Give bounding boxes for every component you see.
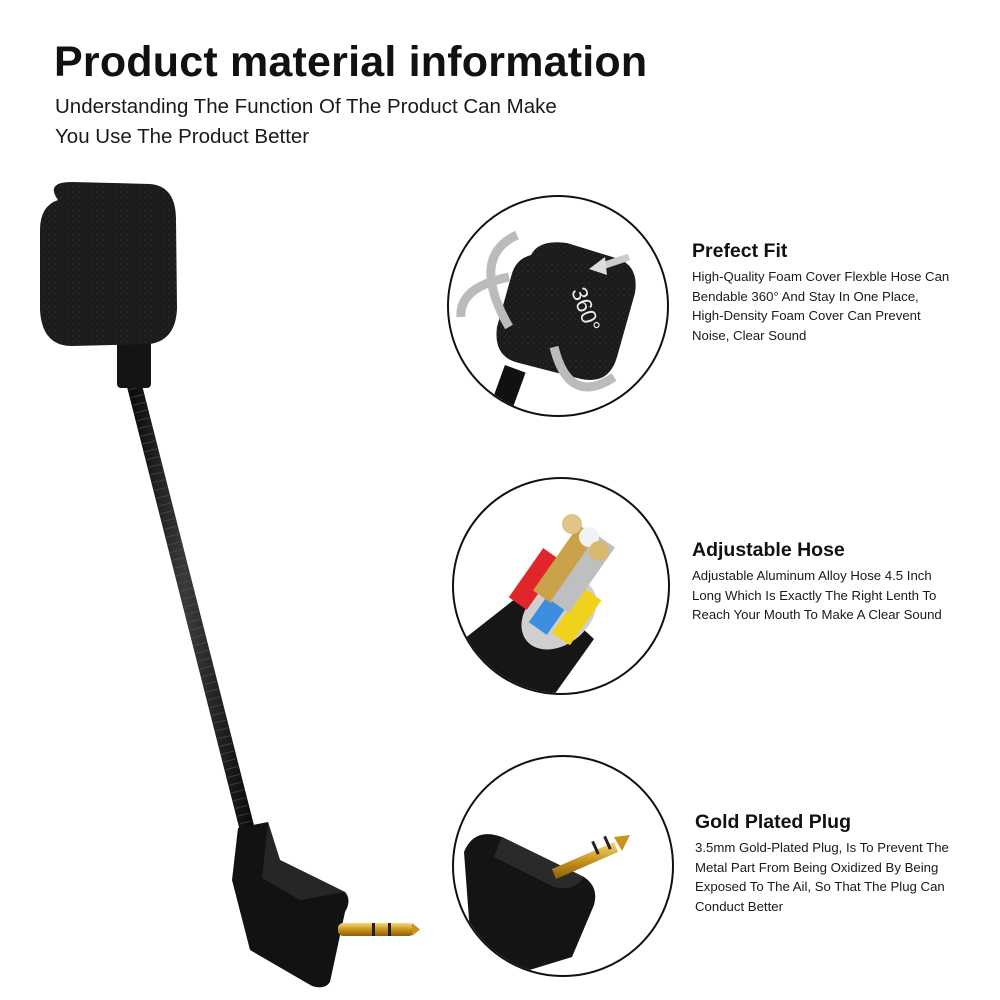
cable-detail-circle <box>452 477 670 695</box>
plug-detail-circle <box>452 755 674 977</box>
feature-line: Reach Your Mouth To Make A Clear Sound <box>692 607 942 622</box>
feature-line: Conduct Better <box>695 898 783 914</box>
feature-line: Exposed To The Ail, So That The Plug Can <box>695 879 945 894</box>
feature-prefect-fit: Prefect Fit High-Quality Foam Cover Flex… <box>692 240 949 345</box>
feature-title: Adjustable Hose <box>692 539 845 561</box>
subtitle-line-2: You Use The Product Better <box>55 125 310 148</box>
feature-line: High-Density Foam Cover Can Prevent <box>692 308 921 323</box>
feature-line: Noise, Clear Sound <box>692 327 807 343</box>
feature-gold-plated-plug: Gold Plated Plug 3.5mm Gold-Plated Plug,… <box>695 811 949 916</box>
feature-line: Metal Part From Being Oxidized By Being <box>695 859 939 875</box>
feature-line: Adjustable Aluminum Alloy Hose 4.5 Inch <box>692 568 932 583</box>
page-subtitle: Understanding The Function Of The Produc… <box>55 92 557 152</box>
gold-plug <box>338 923 414 936</box>
foam-detail-circle: 360° <box>447 195 669 417</box>
feature-line: Bendable 360° And Stay In One Place, <box>692 288 919 304</box>
feature-title: Prefect Fit <box>692 240 788 262</box>
feature-adjustable-hose: Adjustable Hose Adjustable Aluminum Allo… <box>692 539 942 625</box>
feature-title: Gold Plated Plug <box>695 811 852 833</box>
subtitle-line-1: Understanding The Function Of The Produc… <box>55 95 557 118</box>
microphone-product-image <box>0 160 440 1000</box>
page-title: Product material information <box>54 38 648 86</box>
feature-line: Long Which Is Exactly The Right Lenth To <box>692 587 937 603</box>
gooseneck-hose <box>125 372 258 848</box>
feature-line: High-Quality Foam Cover Flexble Hose Can <box>692 269 950 284</box>
foam-windscreen <box>40 182 177 346</box>
angled-plug-housing <box>232 822 420 988</box>
feature-line: 3.5mm Gold-Plated Plug, Is To Prevent Th… <box>695 840 949 855</box>
foam-neck <box>117 340 151 388</box>
